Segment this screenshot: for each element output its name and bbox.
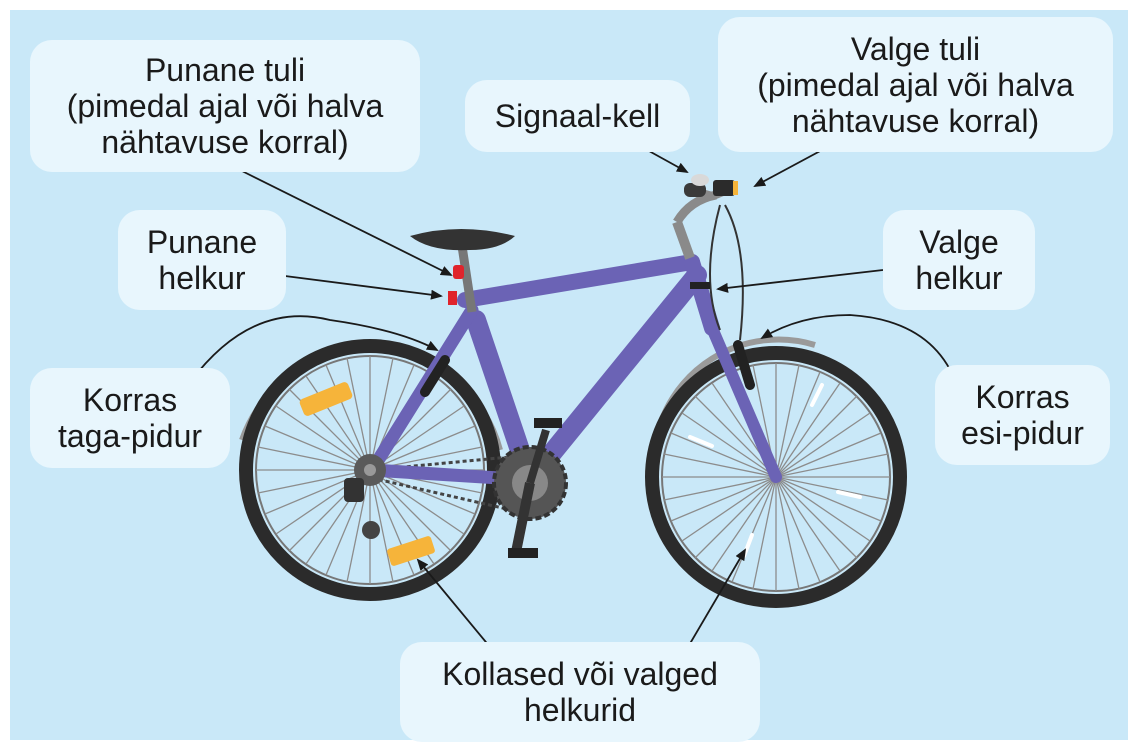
label-white-light: Valge tuli (pimedal ajal või halva nähta… xyxy=(718,17,1113,152)
label-front-brake: Korras esi-pidur xyxy=(935,365,1110,465)
label-red-reflector: Punane helkur xyxy=(118,210,286,310)
bicycle-frame xyxy=(365,254,782,490)
label-signal-bell: Signaal-kell xyxy=(465,80,690,152)
label-white-reflector: Valge helkur xyxy=(883,210,1035,310)
seat-post xyxy=(457,245,477,313)
rear-wheel-yellow-reflector-icon xyxy=(299,382,353,416)
rear-brake-icon xyxy=(420,355,450,397)
label-rear-brake: Korras taga-pidur xyxy=(30,368,230,468)
front-light-icon xyxy=(713,180,735,196)
pedal-upper xyxy=(534,418,562,428)
rear-derailleur xyxy=(344,478,364,502)
saddle-icon xyxy=(410,229,515,251)
white-reflector-icon xyxy=(690,282,710,289)
front-brake-icon xyxy=(733,340,755,390)
bell-icon xyxy=(691,174,709,186)
pointer-lines xyxy=(187,134,956,648)
handlebar xyxy=(672,174,744,341)
label-red-light: Punane tuli (pimedal ajal või halva näht… xyxy=(30,40,420,172)
pedal-yellow-reflector-icon xyxy=(387,536,435,566)
red-light-icon xyxy=(453,265,464,279)
crank-arm xyxy=(511,482,535,553)
red-reflector-icon xyxy=(448,291,457,305)
pedal-lower xyxy=(508,548,538,558)
label-wheel-reflectors: Kollased või valged helkurid xyxy=(400,642,760,742)
